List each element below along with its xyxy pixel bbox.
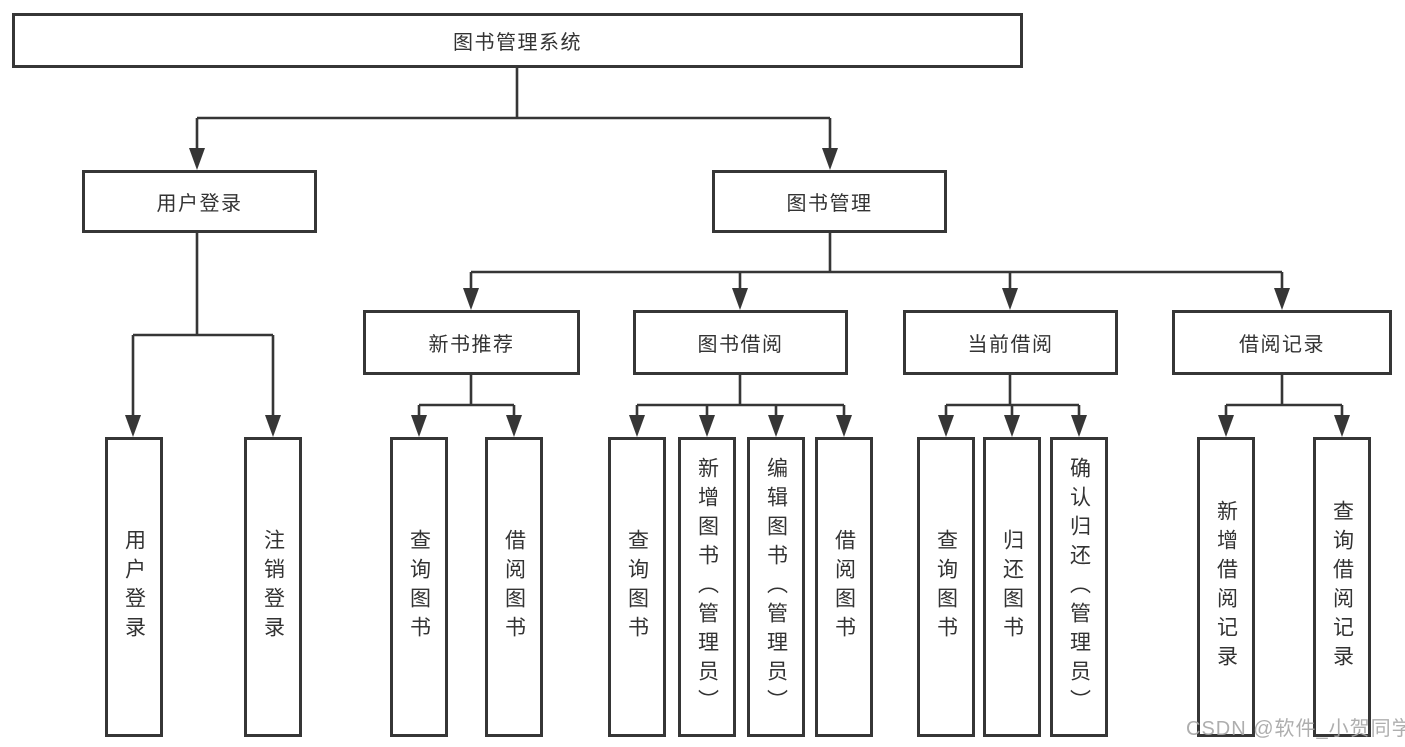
node-borrowing-records: 借阅记录 — [1172, 310, 1392, 375]
node-label: 新书推荐 — [428, 334, 515, 356]
leaf-add-book-admin: 新增图书（管理员） — [678, 437, 736, 737]
leaf-label: 编辑图书（管理员） — [764, 456, 788, 718]
leaf-label: 新增图书（管理员） — [695, 456, 719, 718]
node-book-borrowing: 图书借阅 — [633, 310, 848, 375]
node-label: 借阅记录 — [1239, 334, 1325, 356]
node-book-management: 图书管理 — [712, 170, 947, 233]
leaf-label: 归还图书 — [1000, 529, 1024, 645]
node-new-book-recommendation: 新书推荐 — [363, 310, 580, 375]
csdn-watermark: CSDN @软件_小贺同学 — [1186, 718, 1405, 740]
leaf-label: 借阅图书 — [832, 529, 856, 645]
leaf-query-books-borrowing: 查询图书 — [608, 437, 666, 737]
leaf-label: 查询图书 — [625, 529, 649, 645]
leaf-return-book: 归还图书 — [983, 437, 1041, 737]
node-current-borrowing: 当前借阅 — [903, 310, 1118, 375]
leaf-label: 查询图书 — [934, 529, 958, 645]
leaf-user-login: 用户登录 — [105, 437, 163, 737]
leaf-add-borrow-record: 新增借阅记录 — [1197, 437, 1255, 737]
leaf-label: 注销登录 — [261, 529, 285, 645]
leaf-label: 确认归还（管理员） — [1067, 456, 1091, 718]
leaf-query-borrow-record: 查询借阅记录 — [1313, 437, 1371, 737]
node-label: 图书管理 — [786, 193, 873, 215]
node-label: 图书借阅 — [697, 334, 784, 356]
leaf-label: 新增借阅记录 — [1214, 500, 1238, 674]
leaf-label: 用户登录 — [122, 529, 146, 645]
leaf-label: 查询图书 — [407, 529, 431, 645]
leaf-borrow-books: 借阅图书 — [815, 437, 873, 737]
leaf-logout: 注销登录 — [244, 437, 302, 737]
leaf-edit-book-admin: 编辑图书（管理员） — [747, 437, 805, 737]
leaf-borrow-books-recommend: 借阅图书 — [485, 437, 543, 737]
node-library-management-system: 图书管理系统 — [12, 13, 1023, 68]
leaf-label: 借阅图书 — [502, 529, 526, 645]
node-label: 当前借阅 — [967, 334, 1054, 356]
leaf-confirm-return-admin: 确认归还（管理员） — [1050, 437, 1108, 737]
leaf-query-books-current: 查询图书 — [917, 437, 975, 737]
node-label: 用户登录 — [156, 193, 243, 215]
leaf-label: 查询借阅记录 — [1330, 500, 1354, 674]
node-label: 图书管理系统 — [453, 32, 582, 54]
node-user-login: 用户登录 — [82, 170, 317, 233]
leaf-query-books-recommend: 查询图书 — [390, 437, 448, 737]
